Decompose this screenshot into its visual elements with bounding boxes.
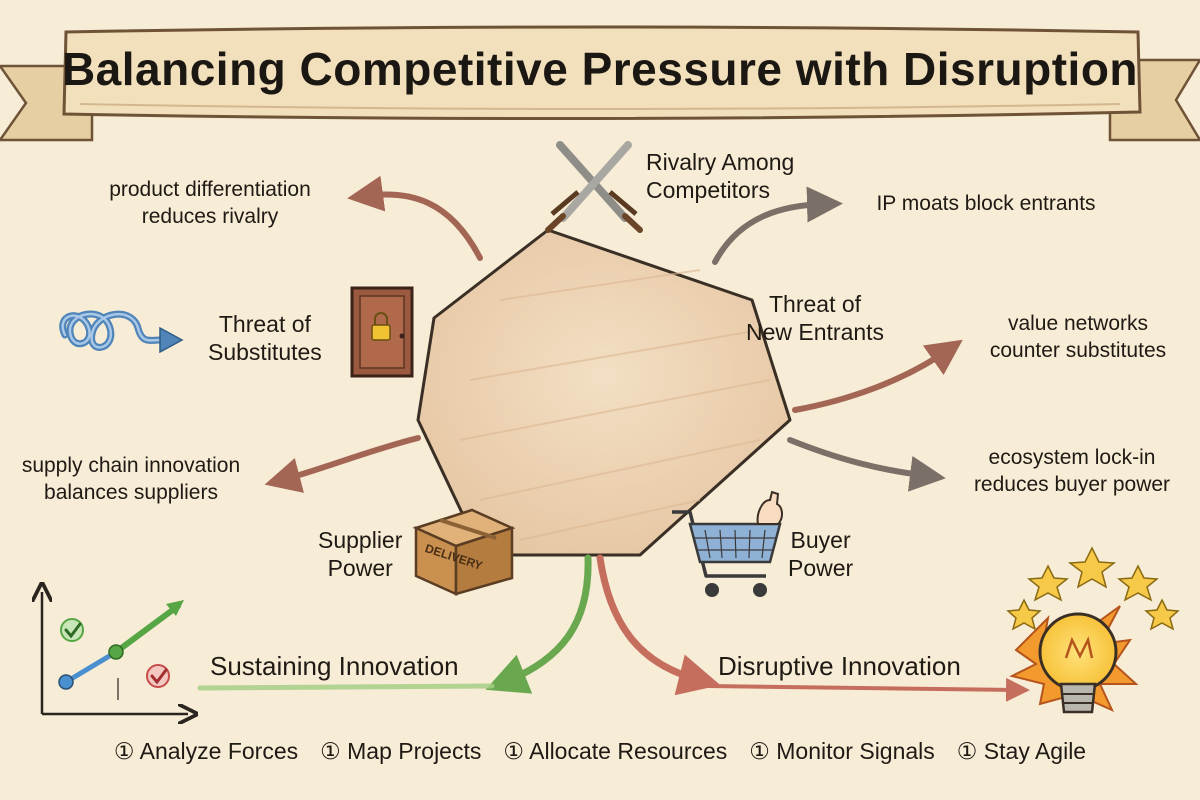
locked-door-icon <box>350 286 414 378</box>
strategy-ip-moats: IP moats block entrants <box>876 192 1096 215</box>
strategy-arrows <box>264 175 963 493</box>
strategy-value-networks: value networks counter substitutes <box>989 312 1167 362</box>
strategy-supply-chain: supply chain innovation balances supplie… <box>21 454 241 504</box>
force-label-buyer: Buyer Power <box>788 527 854 581</box>
growth-chart-icon <box>42 592 188 714</box>
force-label-rivalry: Rivalry Among Competitors <box>646 149 795 203</box>
step-stay-agile: ① Stay Agile <box>956 738 1087 764</box>
strategy-differentiation: product differentiation reduces rivalry <box>109 178 311 228</box>
disruptive-innovation-label: Disruptive Innovation <box>718 651 961 681</box>
title-banner <box>0 25 1200 142</box>
strategy-ecosystem: ecosystem lock-in reduces buyer power <box>973 446 1171 496</box>
force-label-supplier: Supplier Power <box>318 527 403 581</box>
process-steps: ① Analyze Forces ① Map Projects ① Alloca… <box>0 738 1200 765</box>
sustaining-innovation-label: Sustaining Innovation <box>210 651 459 681</box>
page-title: Balancing Competitive Pressure with Disr… <box>61 43 1139 95</box>
lightbulb-icon <box>1009 605 1139 714</box>
step-allocate-resources: ① Allocate Resources <box>503 738 728 764</box>
step-monitor-signals: ① Monitor Signals <box>749 738 935 764</box>
crossed-swords-icon <box>545 141 643 233</box>
star-icons <box>1006 546 1180 631</box>
step-map-projects: ① Map Projects <box>320 738 482 764</box>
delivery-box-icon <box>412 508 516 596</box>
forces-pentagon <box>416 228 792 557</box>
step-analyze-forces: ① Analyze Forces <box>113 738 299 764</box>
force-label-substitutes: Threat of Substitutes <box>208 311 322 365</box>
innovation-path-arrows <box>197 554 1030 702</box>
shopping-cart-icon <box>672 490 783 597</box>
swirl-arrow-icon <box>59 310 184 354</box>
force-label-new-entrants: Threat of New Entrants <box>746 291 885 345</box>
